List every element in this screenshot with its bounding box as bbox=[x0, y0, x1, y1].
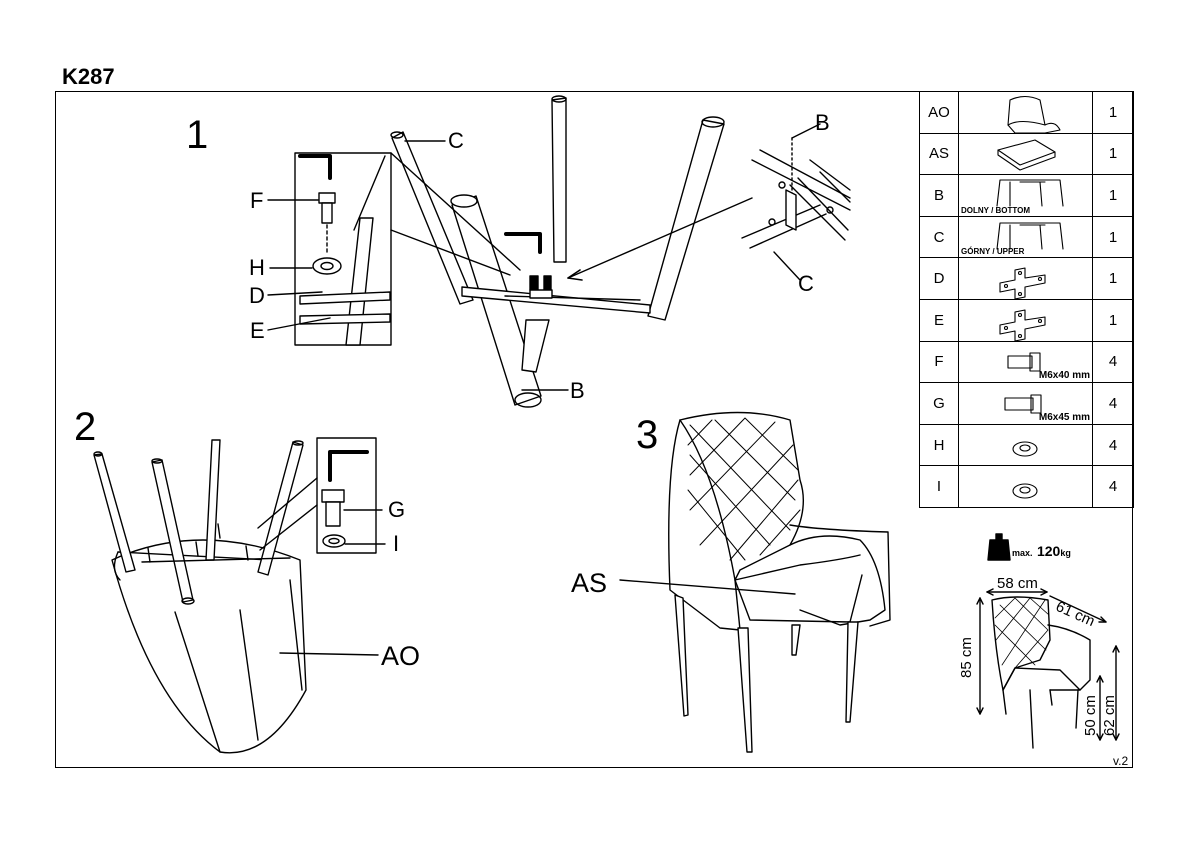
cross-plate-icon bbox=[958, 257, 1093, 300]
callout-f: F bbox=[250, 188, 264, 213]
table-row: D 1 bbox=[919, 257, 1134, 300]
callout-b-bottom: B bbox=[570, 378, 585, 403]
table-row: G M6x45 mm 4 bbox=[919, 382, 1134, 425]
table-row: AS 1 bbox=[919, 132, 1134, 176]
step3-finished-chair bbox=[619, 411, 891, 753]
table-row: I 4 bbox=[919, 465, 1134, 508]
step-number-3: 3 bbox=[636, 413, 659, 457]
part-subtitle: DOLNY / BOTTOM bbox=[961, 205, 1031, 215]
callout-c-right: C bbox=[798, 271, 814, 296]
callout-ao: AO bbox=[381, 641, 421, 671]
cross-plate-icon bbox=[958, 298, 1093, 342]
dimension-armrest-height: 62 cm bbox=[1101, 695, 1118, 736]
part-code: AO bbox=[919, 91, 959, 134]
bolt-icon: M6x45 mm bbox=[958, 382, 1093, 425]
step1-detail-inset bbox=[294, 152, 521, 346]
table-row: H 4 bbox=[919, 423, 1134, 467]
dimension-width: 58 cm bbox=[997, 575, 1038, 592]
step-number-1: 1 bbox=[186, 113, 209, 157]
dimension-seat-height: 50 cm bbox=[1082, 695, 1099, 736]
callout-c-top: C bbox=[448, 128, 464, 153]
step1-leg-frame bbox=[390, 95, 725, 408]
part-code: F bbox=[919, 340, 959, 384]
callout-as: AS bbox=[571, 568, 608, 598]
model-title: K287 bbox=[62, 64, 115, 89]
part-code: D bbox=[919, 257, 959, 300]
table-row: F M6x40 mm 4 bbox=[919, 340, 1134, 384]
legs-frame-icon: DOLNY / BOTTOM bbox=[958, 174, 1093, 217]
callout-i: I bbox=[393, 531, 400, 556]
part-qty: 4 bbox=[1092, 423, 1134, 467]
specs-drawing bbox=[976, 533, 1120, 749]
washer-icon bbox=[958, 465, 1093, 508]
max-load-value: 120 bbox=[1036, 543, 1061, 559]
part-code: I bbox=[919, 465, 959, 508]
washer-icon bbox=[958, 423, 1093, 467]
max-load-prefix: max. bbox=[1012, 548, 1033, 558]
part-qty: 1 bbox=[1092, 215, 1134, 259]
part-qty: 4 bbox=[1092, 382, 1134, 425]
part-subtitle: M6x40 mm bbox=[1038, 370, 1090, 382]
parts-list-table: AO 1 AS 1 B DOLNY / BOTTOM 1 C GÓRNY / U… bbox=[919, 91, 1134, 508]
part-code: E bbox=[919, 298, 959, 342]
step2-detail-inset bbox=[257, 437, 386, 656]
callout-b-top: B bbox=[815, 110, 830, 135]
part-subtitle: M6x45 mm bbox=[1038, 411, 1090, 423]
step1-corner-detail bbox=[567, 137, 851, 281]
part-code: G bbox=[919, 382, 959, 425]
legs-frame-icon: GÓRNY / UPPER bbox=[958, 215, 1093, 259]
cushion-icon bbox=[958, 132, 1093, 176]
step-number-2: 2 bbox=[74, 405, 97, 449]
callout-e: E bbox=[250, 318, 265, 343]
table-row: AO 1 bbox=[919, 91, 1134, 134]
table-row: E 1 bbox=[919, 298, 1134, 342]
part-qty: 4 bbox=[1092, 340, 1134, 384]
max-load-unit: kg bbox=[1060, 548, 1071, 558]
part-qty: 4 bbox=[1092, 465, 1134, 508]
part-qty: 1 bbox=[1092, 174, 1134, 217]
callout-g: G bbox=[388, 497, 406, 522]
part-code: C bbox=[919, 215, 959, 259]
callout-h: H bbox=[249, 255, 265, 280]
step1-callout-lines bbox=[267, 123, 821, 391]
table-row: C GÓRNY / UPPER 1 bbox=[919, 215, 1134, 259]
max-load: max. 120kg bbox=[1012, 543, 1071, 561]
table-row: B DOLNY / BOTTOM 1 bbox=[919, 174, 1134, 217]
callout-d: D bbox=[249, 283, 265, 308]
part-qty: 1 bbox=[1092, 91, 1134, 134]
bolt-icon: M6x40 mm bbox=[958, 340, 1093, 384]
part-code: B bbox=[919, 174, 959, 217]
version-label: v.2 bbox=[1113, 754, 1129, 768]
step2-upside-down-chair bbox=[93, 439, 307, 754]
part-code: H bbox=[919, 423, 959, 467]
part-qty: 1 bbox=[1092, 257, 1134, 300]
part-subtitle: GÓRNY / UPPER bbox=[961, 247, 1025, 257]
part-code: AS bbox=[919, 132, 959, 176]
dimension-height: 85 cm bbox=[958, 637, 975, 678]
part-qty: 1 bbox=[1092, 132, 1134, 176]
seat-shell-icon bbox=[958, 91, 1093, 134]
part-qty: 1 bbox=[1092, 298, 1134, 342]
